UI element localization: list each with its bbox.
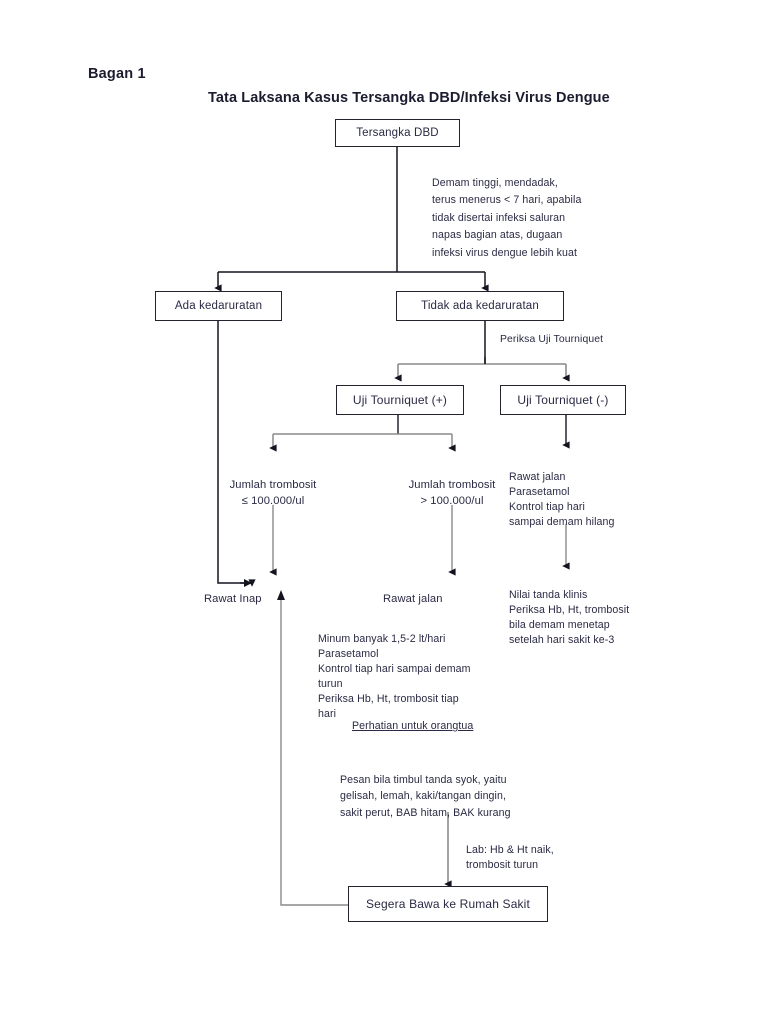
node-uji-tourniquet-positif[interactable]: Uji Tourniquet (+) [336,385,464,415]
annotation-perhatian-orangtua-heading: Perhatian untuk orangtua [352,720,473,732]
node-uji-tourniquet-negatif[interactable]: Uji Tourniquet (-) [500,385,626,415]
node-rawat-inap: Rawat Inap [204,575,342,607]
node-rawat-jalan: Rawat jalan [383,575,521,607]
annotation-text: Pesan bila timbul tanda syok, yaitu geli… [340,773,511,819]
node-label: Uji Tourniquet (+) [352,393,448,407]
annotation-text: Periksa Uji Tourniquet [500,334,604,345]
node-ada-kedaruratan[interactable]: Ada kedaruratan [155,291,282,321]
annotation-periksa-uji-tourniquet: Periksa Uji Tourniquet [500,334,603,345]
node-tidak-ada-kedaruratan[interactable]: Tidak ada kedaruratan [396,291,564,321]
annotation-text: Perhatian untuk orangtua [352,720,474,732]
node-jumlah-trombosit-tinggi: Jumlah trombosit > 100.000/ul [377,461,527,509]
figure-label: Bagan 1 [88,66,146,82]
node-tersangka-dbd[interactable]: Tersangka DBD [335,119,460,147]
node-label: Segera Bawa ke Rumah Sakit [366,897,530,911]
node-label: Tidak ada kedaruratan [421,300,539,312]
annotation-nilai-tanda-klinis: Nilai tanda klinis Periksa Hb, Ht, tromb… [509,573,689,648]
annotation-kriteria-demam: Demam tinggi, mendadak, terus menerus < … [432,157,662,263]
annotation-text: Minum banyak 1,5-2 lt/hari Parasetamol K… [318,633,471,720]
node-label: Rawat jalan [383,593,443,605]
annotation-text: Rawat jalan Parasetamol Kontrol tiap har… [509,471,615,528]
node-label: Jumlah trombosit ≤ 100.000/ul [229,479,317,507]
annotation-hasil-lab: Lab: Hb & Ht naik, trombosit turun [466,828,626,873]
page-title: Tata Laksana Kasus Tersangka DBD/Infeksi… [208,90,610,106]
annotation-rencana-rawat-jalan: Rawat jalan Parasetamol Kontrol tiap har… [509,455,679,530]
node-label: Jumlah trombosit > 100.000/ul [408,479,496,507]
annotation-text: Nilai tanda klinis Periksa Hb, Ht, tromb… [509,589,630,646]
node-label: Ada kedaruratan [174,300,263,312]
node-segera-bawa-ke-rumah-sakit[interactable]: Segera Bawa ke Rumah Sakit [348,886,548,922]
annotation-text: Lab: Hb & Ht naik, trombosit turun [466,844,554,871]
node-label: Uji Tourniquet (-) [517,393,609,407]
node-jumlah-trombosit-rendah: Jumlah trombosit ≤ 100.000/ul [198,461,348,509]
annotation-tanda-syok: Pesan bila timbul tanda syok, yaitu geli… [340,755,590,821]
node-label: Tersangka DBD [356,127,439,139]
annotation-rencana-rawat-inap: Minum banyak 1,5-2 lt/hari Parasetamol K… [318,617,518,722]
annotation-text: Demam tinggi, mendadak, terus menerus < … [432,176,582,259]
node-label: Rawat Inap [204,593,262,605]
